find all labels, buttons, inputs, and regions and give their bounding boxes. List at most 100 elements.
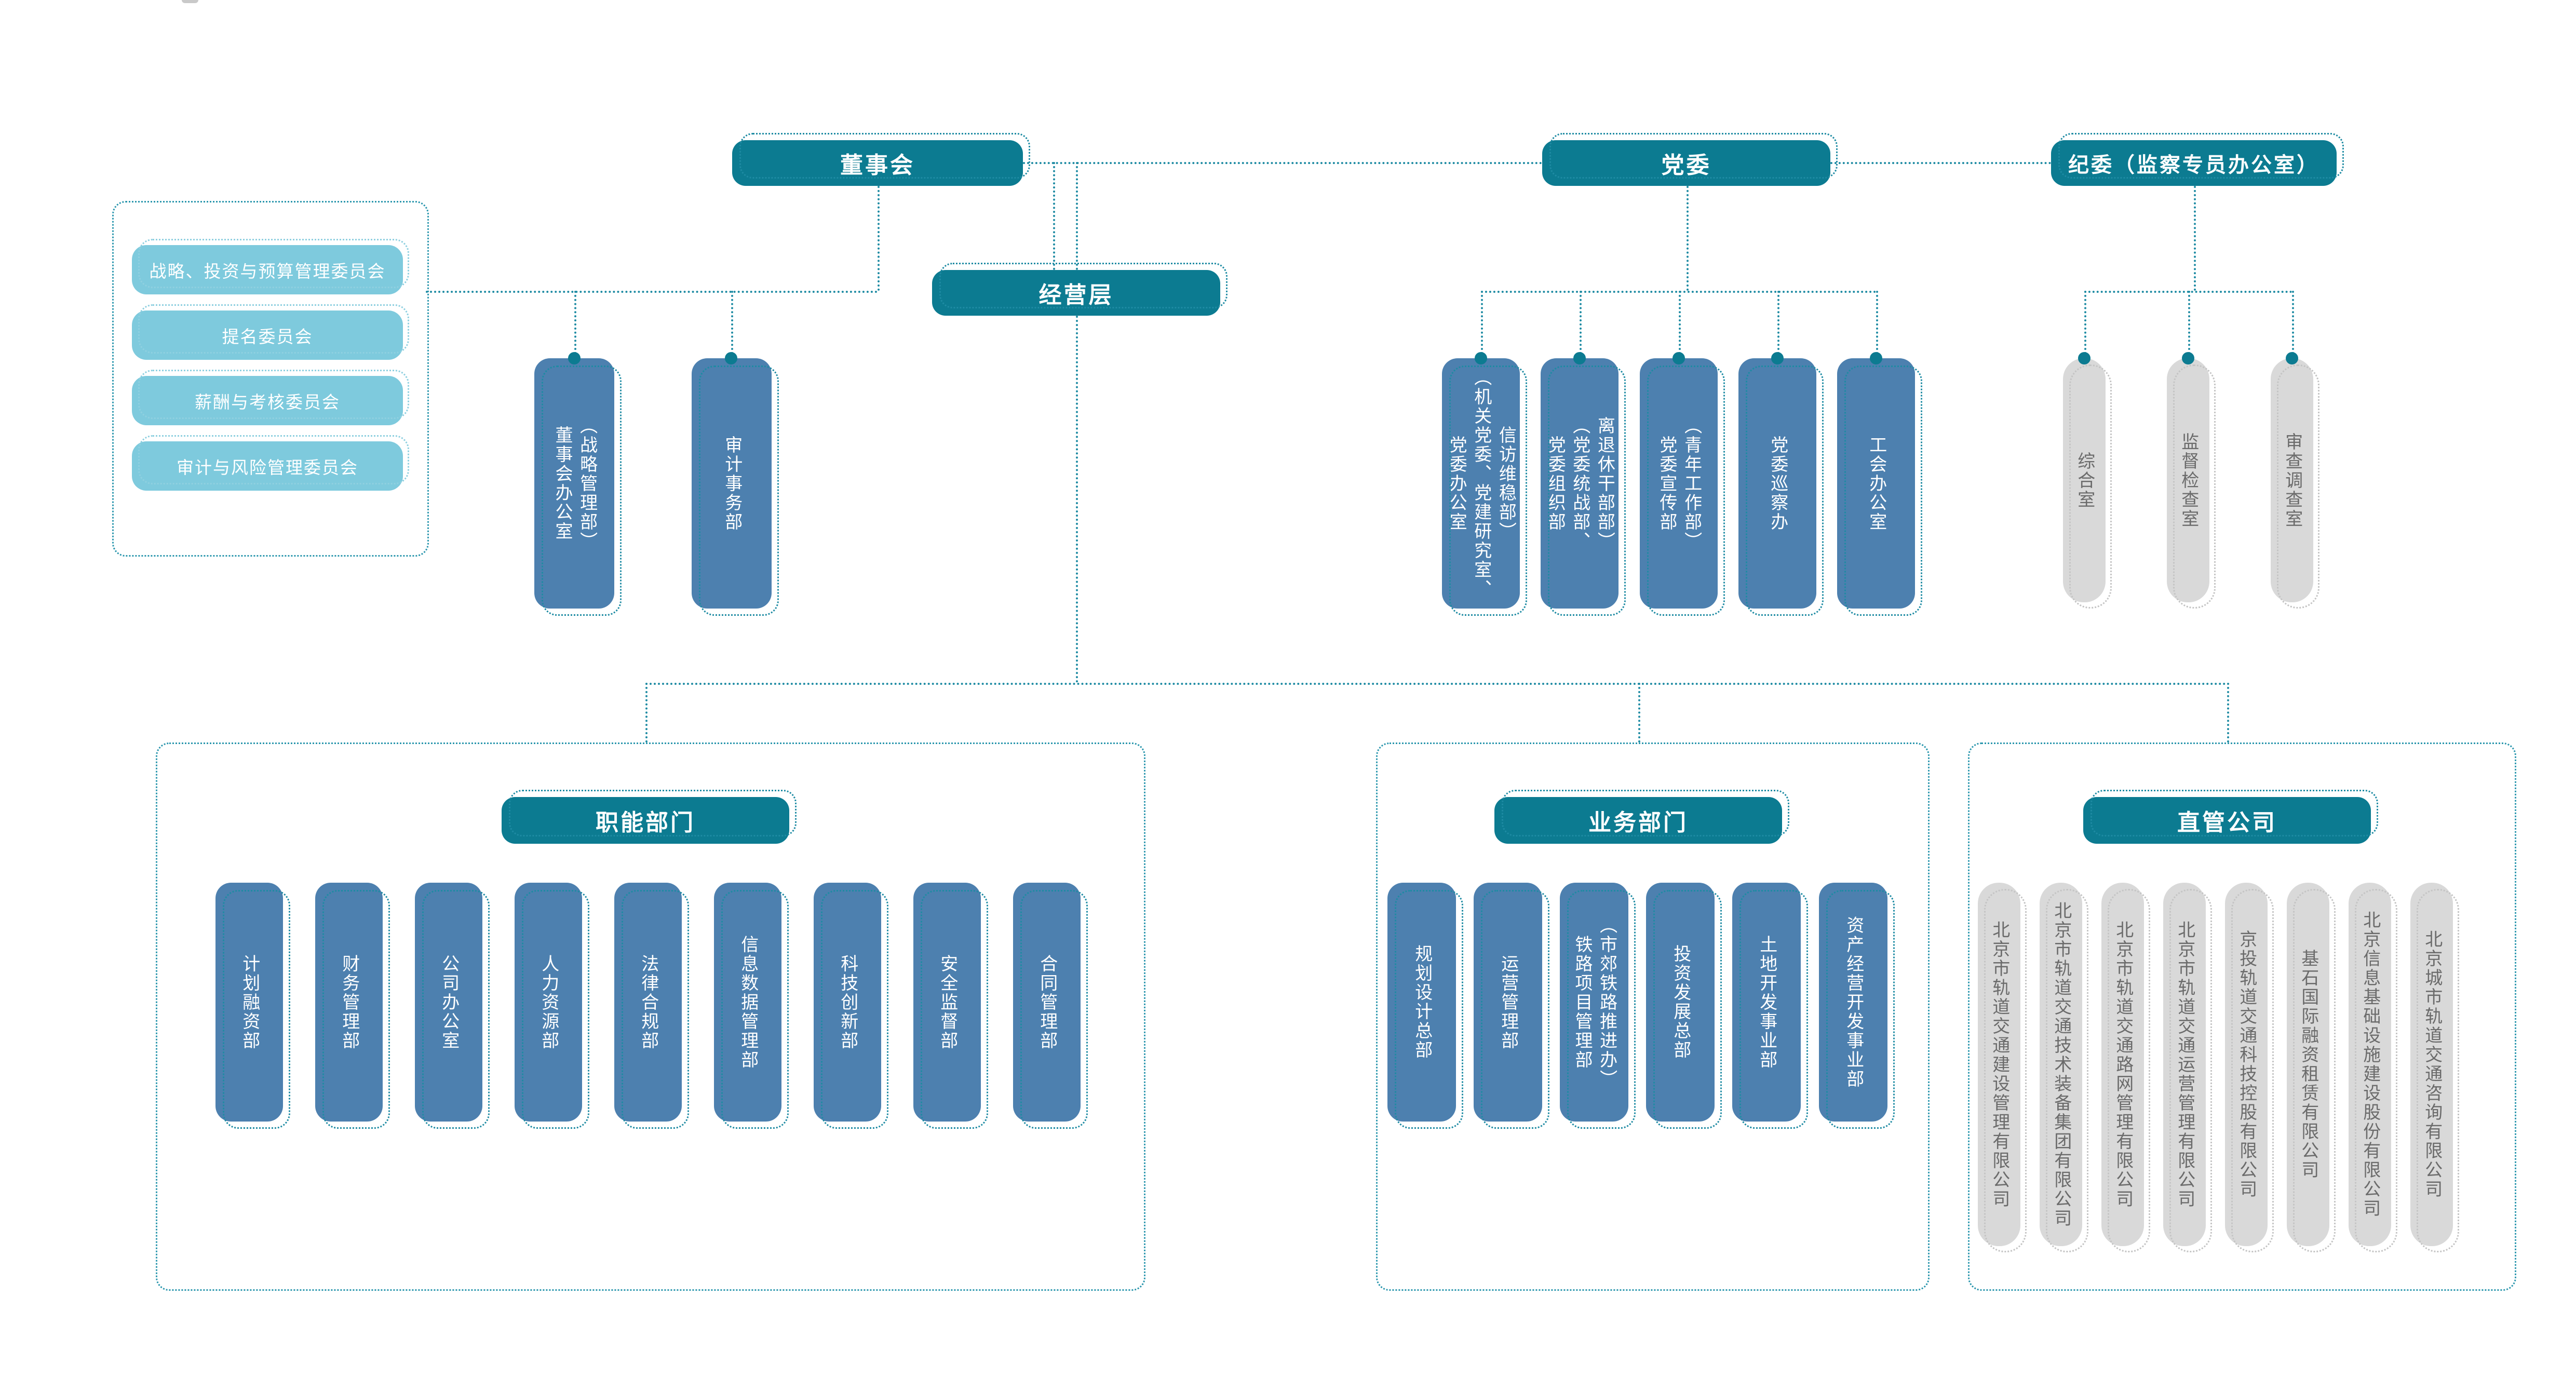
committee-audit-risk: 审计与风险管理委员会 [132, 435, 409, 491]
company-tech-equipment-group: 北京市轨道交通技术装备集团有限公司 [2040, 883, 2088, 1252]
connector-board-down [878, 186, 880, 291]
dept-information-data: 信息数据管理部 [714, 883, 789, 1129]
dept-label: 人力资源部 [538, 954, 559, 1050]
connector-drop-companies [2227, 683, 2229, 743]
company-operation-management: 北京市轨道交通运营管理有限公司 [2163, 883, 2212, 1252]
node-dot [1573, 352, 1586, 365]
dept-human-resources: 人力资源部 [515, 883, 589, 1129]
connector-drop-functional [645, 683, 648, 743]
dept-label: 投资发展总部 [1670, 944, 1691, 1060]
connector-party-down [1687, 186, 1689, 291]
org-node-management: 经营层 [932, 263, 1228, 316]
dept-label: 计划融资部 [239, 954, 260, 1050]
committee-nomination: 提名委员会 [132, 304, 409, 360]
node-dot [568, 352, 581, 365]
connector-groups-bus [645, 683, 2227, 685]
dept-railway-project: 铁路项目管理部 （市郊铁路推进办） [1560, 883, 1636, 1129]
node-dot [725, 352, 737, 365]
dept-land-development: 土地开发事业部 [1732, 883, 1808, 1129]
dept-label: 信息数据管理部 [737, 935, 759, 1070]
connector-drop-business [1638, 683, 1640, 743]
company-network-management: 北京市轨道交通路网管理有限公司 [2101, 883, 2150, 1252]
connector-drop-board-office [574, 291, 576, 354]
connector-drop-party-3 [1679, 291, 1681, 354]
dept-investment-development: 投资发展总部 [1646, 883, 1722, 1129]
companies-group-header: 直管公司 [2083, 790, 2378, 844]
org-node-party-label: 党委 [1661, 152, 1711, 179]
connector-drop-party-4 [1777, 291, 1779, 354]
node-dot [1475, 352, 1487, 365]
dept-company-office: 公司办公室 [415, 883, 490, 1129]
business-group-header: 业务部门 [1494, 790, 1789, 844]
dept-board-office: 董事会办公室 （战略管理部） [534, 358, 622, 616]
dept-label: 土地开发事业部 [1756, 935, 1777, 1070]
dept-label: 安全监督部 [937, 954, 958, 1050]
node-dot [2286, 352, 2298, 365]
dept-label: 运营管理部 [1498, 954, 1519, 1050]
dept-label: 党委组织部 （党委统战部、 离退休干部部） [1545, 416, 1615, 551]
dept-label: 审计事务部 [721, 435, 743, 532]
committee-label: 提名委员会 [222, 326, 313, 347]
functional-group-header: 职能部门 [502, 790, 797, 844]
node-dot [1771, 352, 1784, 365]
dept-label: 党委巡察办 [1767, 435, 1788, 532]
org-node-board: 董事会 [732, 133, 1030, 186]
company-info-infrastructure: 北京信息基础设施建设股份有限公司 [2349, 883, 2397, 1252]
connector-management-down [1076, 316, 1078, 683]
dept-planning-design: 规划设计总部 [1387, 883, 1463, 1129]
dept-planning-finance: 计划融资部 [215, 883, 290, 1129]
dept-label: 工会办公室 [1866, 435, 1887, 532]
company-rail-consulting: 北京城市轨道交通咨询有限公司 [2410, 883, 2459, 1252]
connector-board-party [1023, 162, 1542, 164]
connector-board-bus [426, 291, 878, 293]
dept-legal-compliance: 法律合规部 [614, 883, 689, 1129]
org-node-board-label: 董事会 [840, 152, 915, 179]
connector-drop-disc-3 [2292, 291, 2294, 354]
dept-label: 铁路项目管理部 （市郊铁路推进办） [1572, 915, 1617, 1089]
dept-review-investigation: 审查调查室 [2271, 358, 2319, 609]
company-jingtou-tech-holding: 京投轨道交通科技控股有限公司 [2225, 883, 2274, 1252]
dept-label: 综合室 [2074, 451, 2095, 509]
company-label: 北京市轨道交通运营管理有限公司 [2174, 920, 2195, 1209]
company-label: 北京市轨道交通路网管理有限公司 [2112, 920, 2134, 1209]
committee-label: 战略、投资与预算管理委员会 [149, 261, 386, 281]
companies-group [1968, 743, 2516, 1291]
committee-label: 审计与风险管理委员会 [177, 457, 358, 478]
dept-party-office: 党委办公室 （机关党委、党建研究室、 信访维稳部） [1442, 358, 1527, 616]
node-dot [1870, 352, 1882, 365]
connector-management-up-2 [1076, 162, 1078, 270]
company-label: 北京市轨道交通技术装备集团有限公司 [2051, 901, 2072, 1228]
company-label: 基石国际融资租赁有限公司 [2298, 949, 2319, 1180]
dept-safety-supervision: 安全监督部 [913, 883, 988, 1129]
dept-party-organization: 党委组织部 （党委统战部、 离退休干部部） [1541, 358, 1626, 616]
dept-label: 法律合规部 [638, 954, 659, 1050]
connector-drop-party-1 [1481, 291, 1483, 354]
committee-label: 薪酬与考核委员会 [195, 392, 340, 412]
company-label: 京投轨道交通科技控股有限公司 [2236, 930, 2257, 1199]
connector-discipline-down [2194, 186, 2196, 291]
org-node-discipline-label: 纪委（监察专员办公室） [2068, 153, 2319, 177]
org-node-discipline: 纪委（监察专员办公室） [2051, 133, 2344, 186]
connector-drop-disc-1 [2084, 291, 2086, 354]
dept-asset-operation: 资产经营开发事业部 [1819, 883, 1895, 1129]
company-cornerstone-leasing: 基石国际融资租赁有限公司 [2287, 883, 2336, 1252]
dept-label: 董事会办公室 （战略管理部） [552, 416, 598, 551]
dept-label: 财务管理部 [339, 954, 360, 1050]
group-header-label: 职能部门 [596, 809, 695, 836]
dept-label: 党委宣传部 （青年工作部） [1656, 416, 1702, 551]
committee-strategy: 战略、投资与预算管理委员会 [132, 239, 409, 294]
dept-label: 党委办公室 （机关党委、党建研究室、 信访维稳部） [1446, 368, 1517, 599]
dept-label: 规划设计总部 [1411, 944, 1433, 1060]
committee-remuneration: 薪酬与考核委员会 [132, 370, 409, 425]
org-node-management-label: 经营层 [1039, 282, 1114, 308]
business-group [1376, 743, 1930, 1291]
dept-label: 监督检查室 [2178, 432, 2199, 529]
dept-label: 公司办公室 [438, 954, 460, 1050]
dept-label: 科技创新部 [837, 954, 858, 1050]
dept-label: 审查调查室 [2282, 432, 2303, 529]
node-dot [2182, 352, 2194, 365]
dept-contract-management: 合同管理部 [1013, 883, 1088, 1129]
connector-management-up-1 [1053, 162, 1055, 270]
node-dot [1673, 352, 1685, 365]
